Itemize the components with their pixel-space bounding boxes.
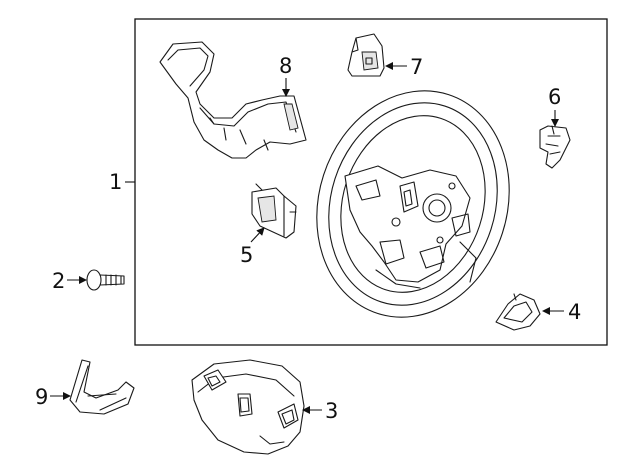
steering-wheel bbox=[316, 90, 510, 318]
part-7-switch bbox=[347, 33, 385, 77]
callout-1: 1 bbox=[109, 170, 135, 194]
callout-5: 5 bbox=[240, 227, 265, 267]
callout-6-label: 6 bbox=[548, 85, 561, 109]
callout-7: 7 bbox=[385, 55, 423, 79]
part-2-screw bbox=[86, 269, 125, 291]
part-4-lower-bezel bbox=[495, 293, 541, 331]
callout-5-label: 5 bbox=[240, 243, 253, 267]
part-6-paddle bbox=[539, 125, 571, 169]
part-8-bezel bbox=[159, 41, 307, 159]
callout-7-label: 7 bbox=[410, 55, 423, 79]
callout-6: 6 bbox=[548, 85, 561, 127]
callout-3-label: 3 bbox=[325, 399, 338, 423]
callout-4: 4 bbox=[542, 300, 581, 324]
callout-8-label: 8 bbox=[279, 54, 292, 78]
callout-2: 2 bbox=[52, 269, 87, 293]
callout-8: 8 bbox=[279, 54, 292, 97]
callout-4-label: 4 bbox=[568, 300, 581, 324]
callout-9: 9 bbox=[35, 385, 71, 409]
callout-3: 3 bbox=[302, 399, 338, 423]
callout-9-label: 9 bbox=[35, 385, 48, 409]
part-9-cover bbox=[69, 359, 135, 415]
part-3-airbag bbox=[191, 359, 305, 455]
part-5-switch-module bbox=[251, 183, 297, 239]
callout-2-label: 2 bbox=[52, 269, 65, 293]
callout-1-label: 1 bbox=[109, 170, 122, 194]
